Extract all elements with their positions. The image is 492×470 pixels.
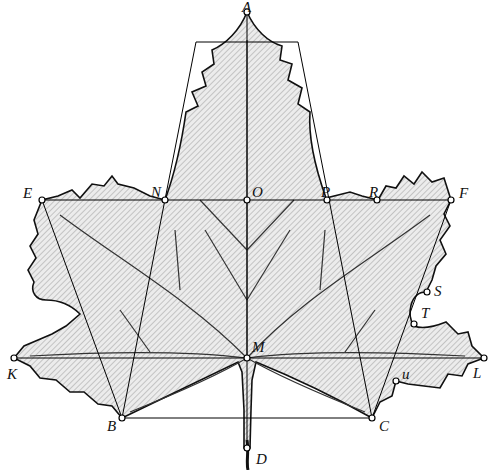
point-label: F (458, 186, 469, 201)
point-label: D (255, 452, 268, 467)
point-label: C (378, 419, 390, 434)
point-label: S (433, 284, 443, 299)
point-label: u (401, 367, 411, 382)
point-label: O (251, 185, 264, 200)
point-label: P (320, 185, 331, 200)
point-label: B (106, 419, 117, 434)
point-label: T (420, 306, 430, 321)
point-label: R (368, 185, 379, 200)
point-label: K (6, 367, 18, 382)
point-label: A (241, 0, 252, 15)
point-label: M (251, 340, 266, 355)
construction-lines (14, 12, 484, 448)
construction-points (11, 9, 487, 451)
point-label: N (150, 185, 162, 200)
point-label: E (22, 186, 33, 201)
leaf-outline (14, 12, 484, 448)
point-label: L (472, 366, 482, 381)
